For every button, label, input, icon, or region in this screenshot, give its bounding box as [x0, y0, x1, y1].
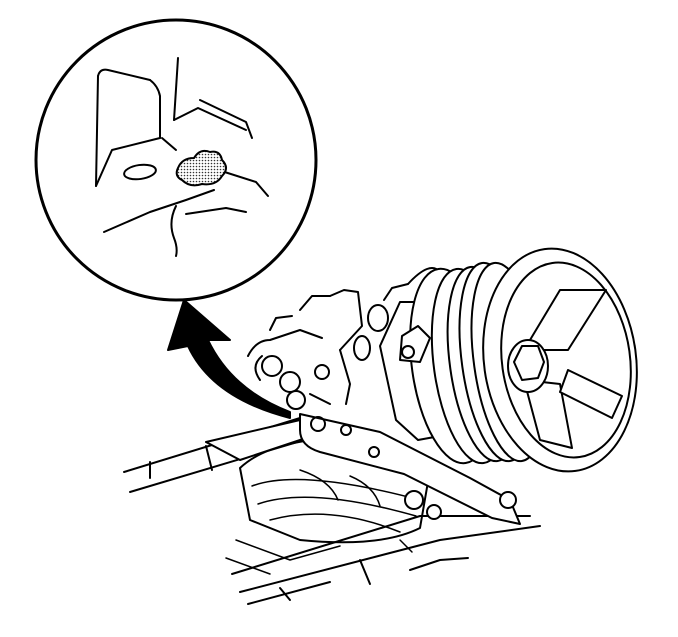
direction-arrow: [167, 299, 291, 419]
timing-cover: [247, 267, 441, 410]
crankshaft-pulley: [379, 247, 638, 473]
engine-mount-boss: [399, 325, 431, 363]
engine-assembly: [123, 247, 638, 605]
sealant-dab: [175, 149, 227, 187]
callout-inner-linework: [95, 57, 269, 257]
detail-callout: [34, 18, 318, 302]
mount-bracket: [299, 413, 521, 553]
